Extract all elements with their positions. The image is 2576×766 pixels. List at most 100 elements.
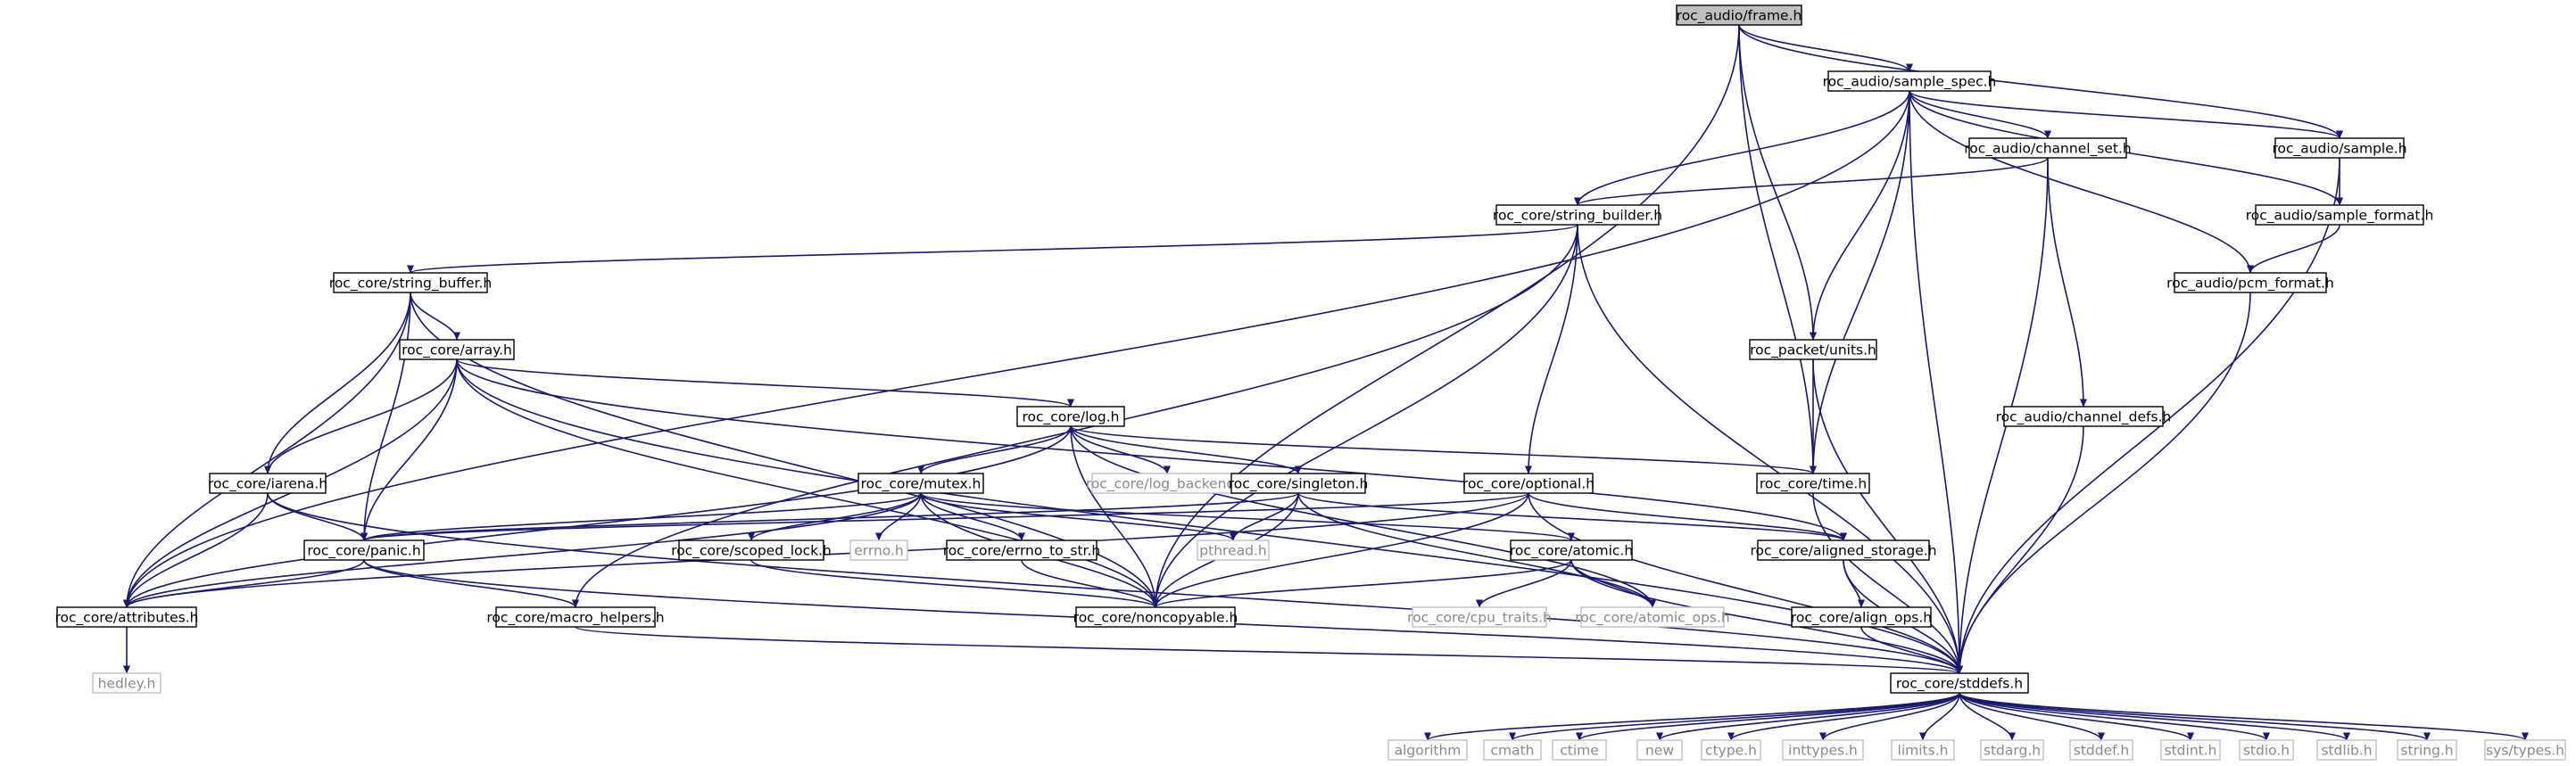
node-label: cmath — [1490, 743, 1534, 759]
edge-log-to-noncopyable — [1070, 425, 1160, 608]
node-sample[interactable]: roc_audio/sample.h — [2272, 137, 2407, 159]
node-box — [1980, 739, 2044, 761]
node-box — [2255, 204, 2424, 226]
edge-sample-to-stddefs — [1955, 157, 2340, 674]
node-string_builder[interactable]: roc_core/string_builder.h — [1493, 204, 1662, 226]
edge-log-to-atomic_ops — [1070, 425, 1656, 608]
node-box — [2316, 739, 2377, 761]
node-label: ctime — [1560, 743, 1599, 759]
node-label: stdio.h — [2243, 743, 2290, 759]
node-sample_spec[interactable]: roc_audio/sample_spec.h — [1823, 70, 1997, 92]
node-panic[interactable]: roc_core/panic.h — [303, 539, 425, 561]
node-box — [303, 539, 425, 561]
node-label: roc_core/cpu_traits.h — [1407, 610, 1552, 627]
node-noncopyable[interactable]: roc_core/noncopyable.h — [1073, 606, 1238, 628]
node-label: algorithm — [1395, 743, 1462, 759]
edge-string_buffer-to-attributes — [122, 292, 411, 608]
node-box — [92, 672, 162, 694]
node-label: new — [1645, 743, 1674, 759]
edge-log-to-log_backend — [1070, 425, 1172, 474]
node-string_buffer[interactable]: roc_core/string_buffer.h — [329, 272, 492, 293]
node-iarena[interactable]: roc_core/iarena.h — [208, 473, 327, 494]
node-array[interactable]: roc_core/array.h — [399, 339, 515, 360]
node-box — [2160, 739, 2221, 761]
node-frame[interactable]: roc_audio/frame.h — [1676, 4, 1802, 26]
node-box — [1075, 606, 1236, 628]
node-mutex[interactable]: roc_core/mutex.h — [857, 473, 984, 494]
edge-channel_set-to-channel_defs — [2047, 157, 2088, 408]
node-new: new — [1636, 739, 1683, 761]
node-algorithm: algorithm — [1387, 739, 1468, 761]
edge-log-to-mutex — [917, 425, 1072, 474]
node-box — [1510, 539, 1633, 561]
node-label: roc_core/iarena.h — [208, 476, 327, 493]
node-box — [1636, 739, 1683, 761]
node-cpu_traits: roc_core/cpu_traits.h — [1407, 606, 1552, 628]
edge-atomic-to-noncopyable — [1152, 559, 1572, 608]
node-ctype: ctype.h — [1701, 739, 1761, 761]
node-singleton[interactable]: roc_core/singleton.h — [1229, 473, 1369, 494]
node-label: roc_core/errno_to_str.h — [943, 543, 1101, 560]
node-align_ops[interactable]: roc_core/align_ops.h — [1791, 606, 1932, 628]
node-label: roc_audio/sample_format.h — [2246, 208, 2434, 225]
node-box — [2484, 739, 2566, 761]
node-label: roc_audio/channel_defs.h — [1996, 409, 2172, 426]
edge-panic-to-attributes — [123, 559, 365, 608]
node-errno_to_str[interactable]: roc_core/errno_to_str.h — [943, 539, 1101, 561]
node-time[interactable]: roc_core/time.h — [1756, 473, 1870, 494]
node-units[interactable]: roc_packet/units.h — [1749, 339, 1877, 360]
node-log[interactable]: roc_core/log.h — [1016, 406, 1125, 427]
node-box — [2397, 739, 2457, 761]
node-channel_defs[interactable]: roc_audio/channel_defs.h — [1996, 406, 2172, 427]
edge-iarena-to-stddefs — [267, 492, 1963, 674]
node-attributes[interactable]: roc_core/attributes.h — [54, 606, 199, 628]
edge-string_builder-to-noncopyable — [1151, 224, 1578, 608]
node-label: sys/types.h — [2486, 743, 2564, 759]
node-box — [1701, 739, 1761, 761]
edge-atomic-to-cpu_traits — [1475, 559, 1572, 608]
edge-stddefs-to-systypes — [1959, 692, 2529, 741]
node-optional[interactable]: roc_core/optional.h — [1462, 473, 1594, 494]
edge-time-to-stddefs — [1812, 492, 1964, 674]
edge-singleton-to-panic — [360, 492, 1299, 541]
node-aligned_storage[interactable]: roc_core/aligned_storage.h — [1750, 539, 1937, 561]
node-box — [1412, 606, 1547, 628]
node-box — [1890, 672, 2029, 694]
edge-scoped_lock-to-noncopyable — [750, 559, 1159, 608]
node-pcm_format[interactable]: roc_audio/pcm_format.h — [2166, 272, 2334, 293]
edge-frame-to-time — [1738, 24, 1818, 474]
node-label: stdint.h — [2165, 743, 2217, 759]
node-box — [1552, 739, 1607, 761]
node-channel_set[interactable]: roc_audio/channel_set.h — [1964, 137, 2132, 159]
edge-stddefs-to-new — [1656, 692, 1960, 741]
edge-sample_spec-to-string_builder — [1574, 90, 1910, 206]
node-box — [857, 473, 984, 494]
edge-stddefs-to-algorithm — [1424, 692, 1960, 741]
node-scoped_lock[interactable]: roc_core/scoped_lock.h — [671, 539, 832, 561]
node-label: roc_core/string_buffer.h — [329, 276, 492, 292]
node-box — [2174, 272, 2327, 293]
edge-string_buffer-to-panic — [360, 292, 411, 541]
node-label: roc_core/log_backend.h — [1086, 476, 1248, 493]
node-box — [1016, 406, 1125, 427]
node-box — [2003, 406, 2164, 427]
node-label: ctype.h — [1705, 743, 1757, 759]
node-box — [1827, 70, 1992, 92]
edge-stddefs-to-stddef — [1959, 692, 2105, 741]
node-label: pthread.h — [1199, 543, 1266, 559]
node-label: roc_core/aligned_storage.h — [1750, 543, 1936, 560]
node-macro_helpers[interactable]: roc_core/macro_helpers.h — [486, 606, 665, 628]
edge-stddefs-to-string — [1959, 692, 2431, 741]
edge-stddefs-to-stdint — [1959, 692, 2194, 741]
edge-sample_spec-to-stddefs — [1909, 90, 1964, 674]
node-label: stdarg.h — [1984, 743, 2041, 759]
node-box — [399, 339, 515, 360]
edge-pcm_format-to-stddefs — [1955, 292, 2251, 674]
node-atomic[interactable]: roc_core/atomic.h — [1510, 539, 1633, 561]
node-stddefs[interactable]: roc_core/stddefs.h — [1890, 672, 2029, 694]
node-label: roc_core/string_builder.h — [1493, 208, 1662, 225]
node-sample_format[interactable]: roc_audio/sample_format.h — [2246, 204, 2434, 226]
node-errno: errno.h — [849, 539, 908, 561]
node-label: roc_audio/channel_set.h — [1964, 141, 2131, 158]
edge-array-to-log — [456, 358, 1074, 408]
